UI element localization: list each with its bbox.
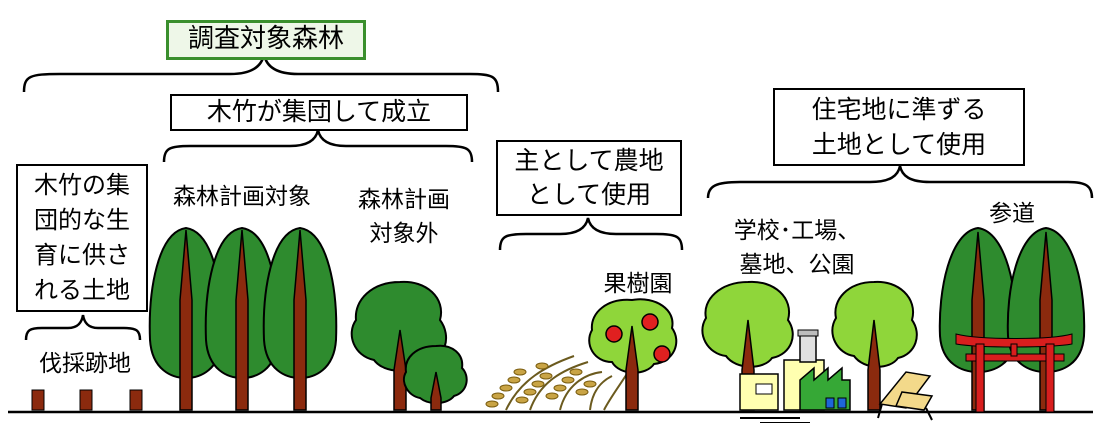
apple-icon <box>641 313 659 331</box>
school-factory-icon <box>739 329 851 423</box>
plan-excluded-label: 森林計画 対象外 <box>358 187 450 247</box>
school-factory-label: 学校･工場、 墓地、公園 <box>733 218 861 278</box>
round-tree-icon <box>402 344 468 411</box>
apple-icon <box>653 345 671 363</box>
brace-residential <box>706 165 1094 199</box>
brace-single-growth <box>24 314 142 341</box>
apple-tree-icon <box>588 298 678 411</box>
apple-icon <box>605 325 623 343</box>
bamboo-group-box: 木竹が集団して成立 <box>170 94 468 131</box>
tree-icon <box>262 226 338 411</box>
brace-bamboo-group <box>162 129 474 163</box>
agricultural-box: 主として農地 として使用 <box>496 140 682 216</box>
bench-icon <box>877 371 934 421</box>
round-tree-icon <box>831 280 918 411</box>
torii-icon <box>955 333 1073 413</box>
cutover-label: 伐採跡地 <box>39 351 131 377</box>
stump-icon <box>31 389 45 411</box>
orchard-label: 果樹園 <box>603 271 673 297</box>
rice-grain-cluster <box>485 362 597 408</box>
approach-label: 参道 <box>989 201 1035 227</box>
stump-icon <box>79 389 93 411</box>
brace-agricultural <box>498 217 684 251</box>
single-growth-box: 木竹の集 団的な生 育に供さ れる土地 <box>16 164 148 312</box>
stump-icon <box>129 389 143 411</box>
plan-target-label: 森林計画対象 <box>173 184 311 210</box>
survey-target-forest-title: 調査対象森林 <box>166 20 366 60</box>
residential-box: 住宅地に準ずる 土地として使用 <box>773 88 1025 166</box>
